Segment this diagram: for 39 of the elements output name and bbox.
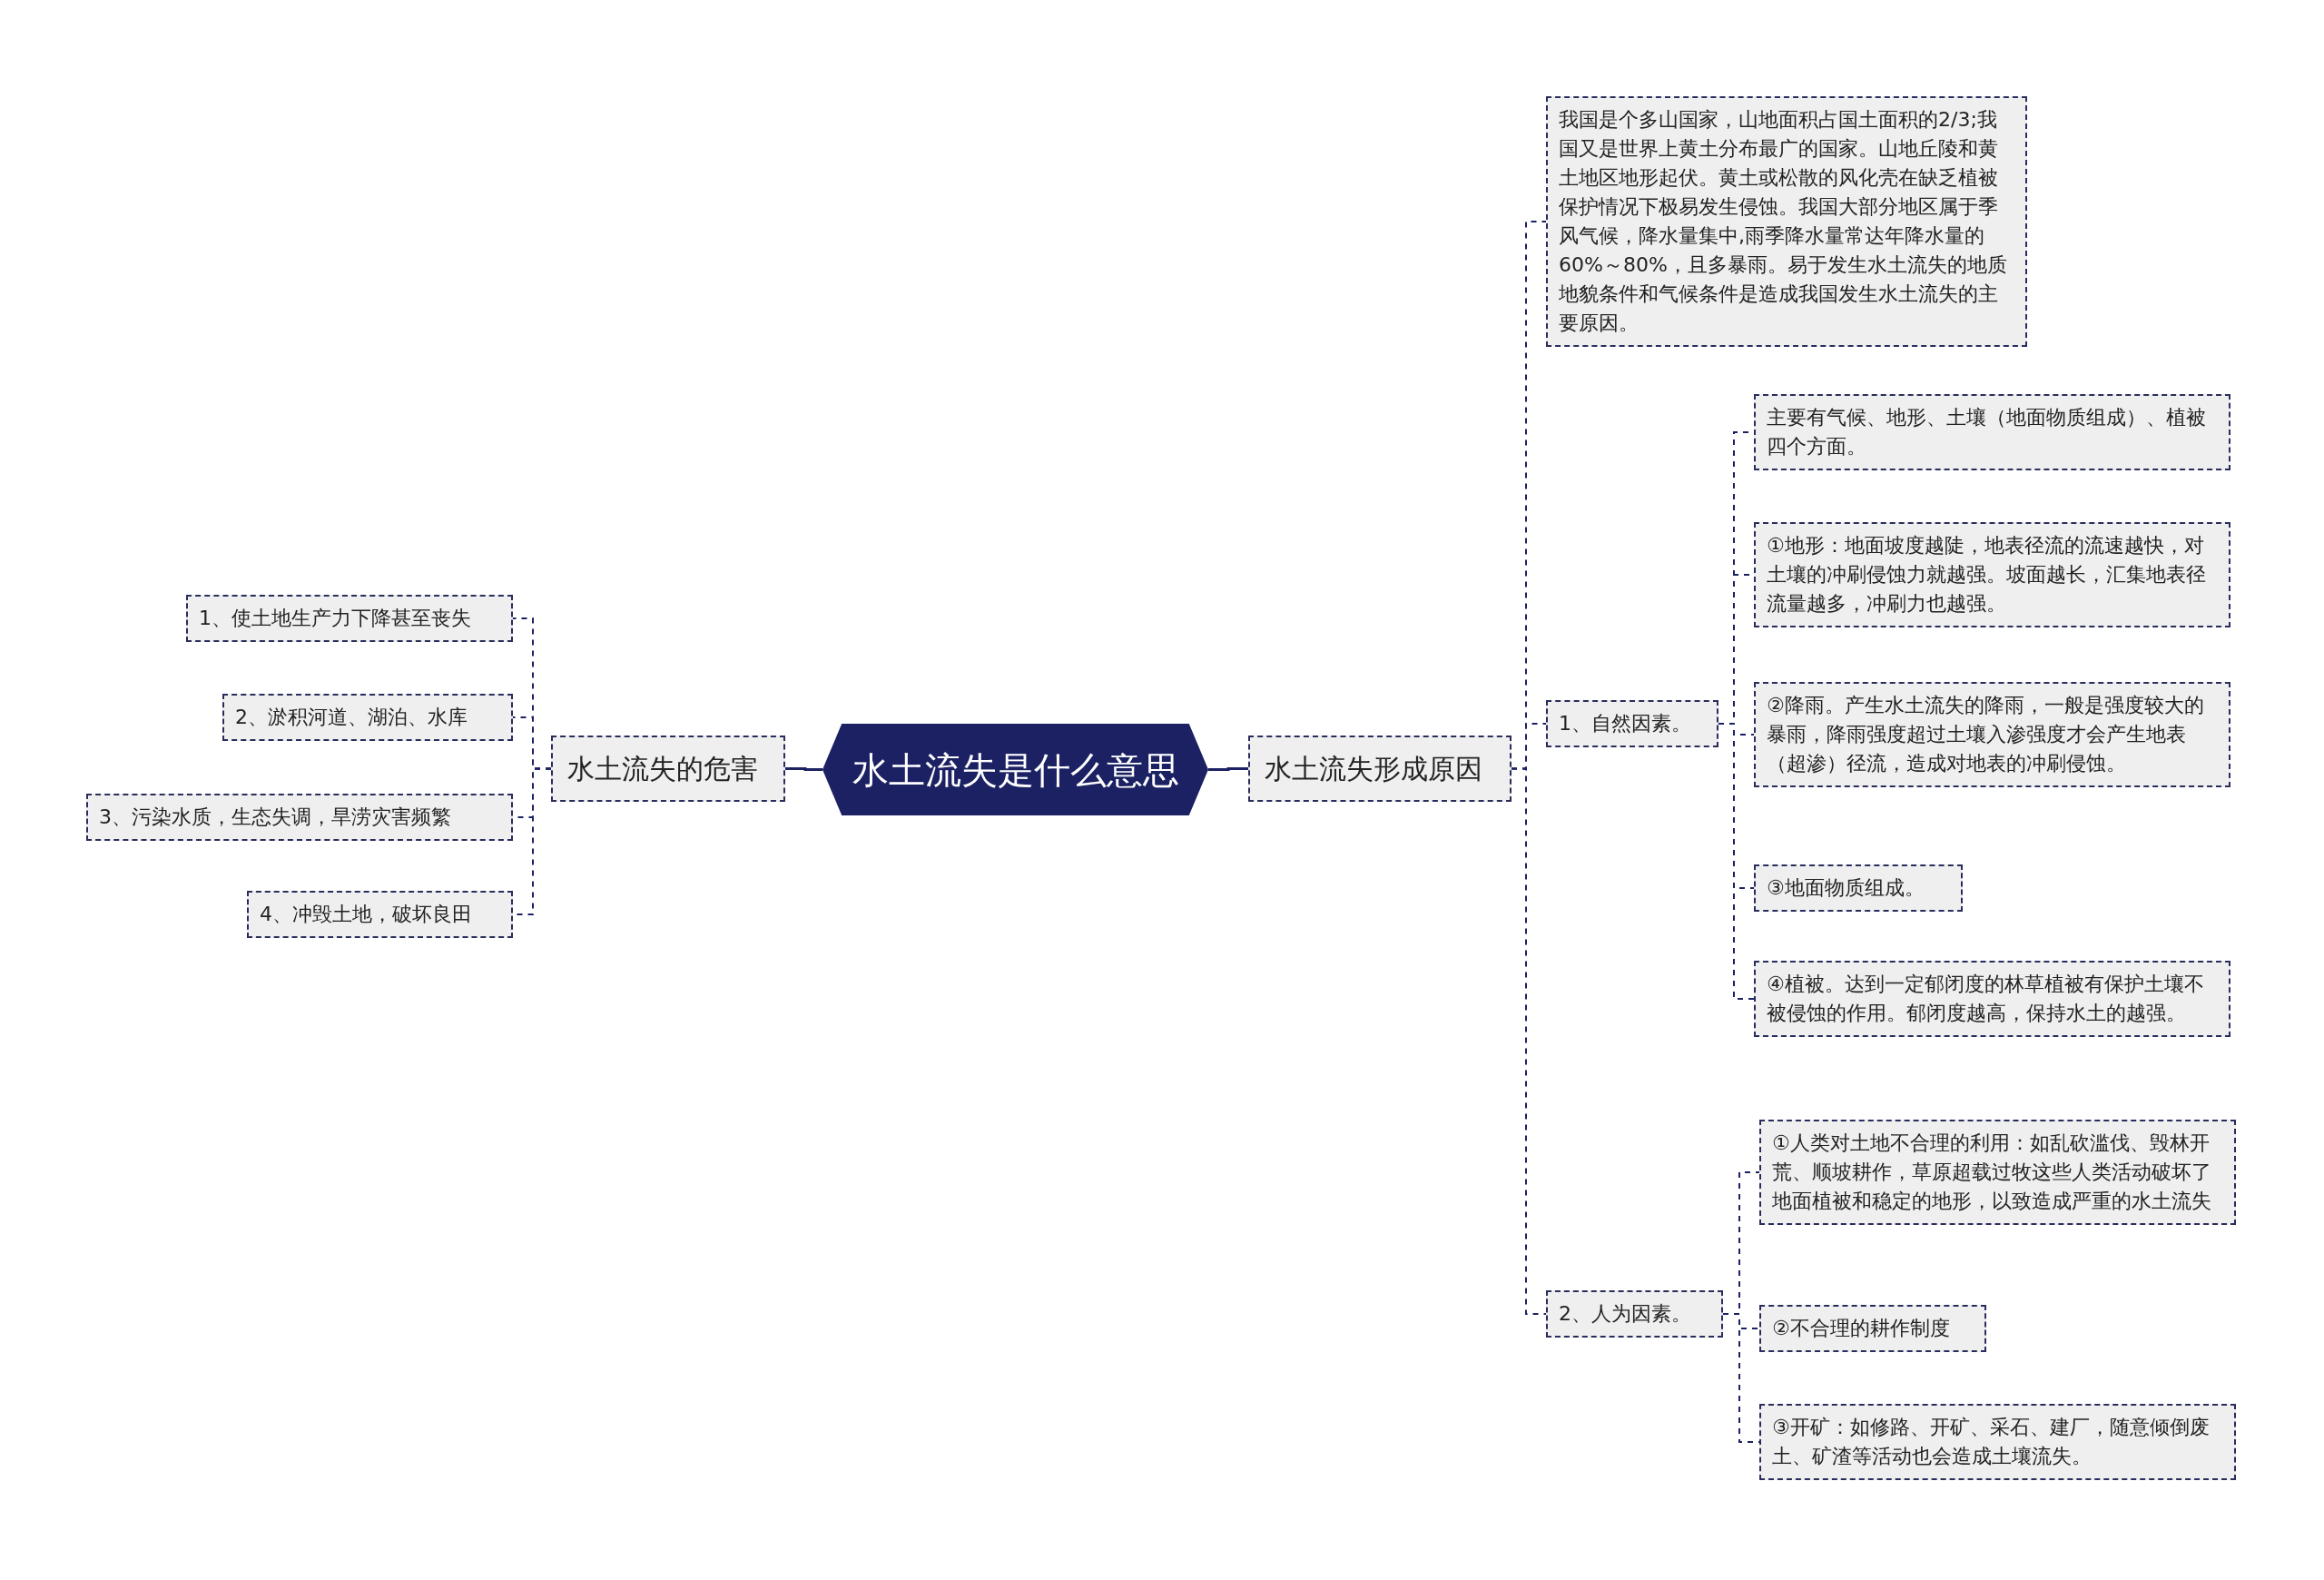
- topic-text: 1、使土地生产力下降甚至丧失: [199, 606, 472, 631]
- topic-text: 1、自然因素。: [1559, 711, 1692, 736]
- topic-text: ②不合理的耕作制度: [1772, 1316, 1951, 1341]
- topic-box: [1754, 394, 2230, 470]
- topic-box: [1754, 682, 2230, 787]
- topic-box: [1546, 700, 1718, 747]
- topic-box: [1546, 1290, 1723, 1338]
- topic-box: [1759, 1404, 2236, 1480]
- topic-text: 主要有气候、地形、土壤（地面物质组成）、植被四个方面。: [1767, 405, 2207, 459]
- topic-text: 2、淤积河道、湖泊、水库: [235, 705, 468, 730]
- topic-box: [1759, 1305, 1986, 1352]
- topic-box: [247, 891, 513, 938]
- topic-text: ③开矿：如修路、开矿、采石、建厂，随意倾倒废土、矿渣等活动也会造成土壤流失。: [1772, 1415, 2211, 1469]
- topic-text: 4、冲毁土地，破坏良田: [260, 902, 473, 927]
- topic-text: ③地面物质组成。: [1767, 875, 1925, 901]
- topic-text: 2、人为因素。: [1559, 1301, 1692, 1327]
- topic-box: [1759, 1120, 2236, 1225]
- connector: [1718, 723, 1755, 1000]
- topic-text: 水土流失的危害: [567, 752, 759, 786]
- connector: [1208, 767, 1248, 771]
- topic-text: 3、污染水质，生态失调，旱涝灾害频繁: [99, 805, 452, 830]
- connector: [1511, 767, 1547, 1315]
- topic-box: [186, 595, 513, 642]
- topic-box: [86, 794, 513, 841]
- topic-text: 我国是个多山国家，山地面积占国土面积的2/3;我国又是世界上黄土分布最广的国家。山地丘陵和黄土地区地形起伏。黄土或松散的风化壳在缺乏植被保护情况下极易发生侵蚀。我国大部分地区属于季风气候，降水量集中,雨季降水量常达年降水量的60%～80%，且多暴雨。易于发生水土流失的地质地貌条件和气候条件是造成我国发生水土流失的主要原因。: [1559, 107, 2008, 336]
- topic-text: ④植被。达到一定郁闭度的林草植被有保护土壤不被侵蚀的作用。郁闭度越高，保持水土的越强。: [1767, 972, 2205, 1026]
- topic-box: [1754, 864, 1963, 912]
- topic-text: 水土流失形成原因: [1265, 752, 1483, 786]
- topic-box: [1754, 961, 2230, 1037]
- topic-box: [222, 694, 513, 741]
- topic-box: [1754, 522, 2230, 627]
- branch-topic: [551, 736, 785, 802]
- topic-text: ①人类对土地不合理的利用：如乱砍滥伐、毁林开荒、顺坡耕作，草原超载过牧这些人类活动破坏了地面植被和稳定的地形，以致造成严重的水土流失: [1772, 1131, 2212, 1214]
- connector: [785, 767, 822, 771]
- central-topic: [822, 724, 1208, 815]
- topic-text: 水土流失是什么意思: [852, 747, 1179, 793]
- topic-text: ②降雨。产生水土流失的降雨，一般是强度较大的暴雨，降雨强度超过土壤入渗强度才会产生地表（超渗）径流，造成对地表的冲刷侵蚀。: [1767, 693, 2205, 776]
- branch-topic: [1248, 736, 1512, 802]
- topic-text: ①地形：地面坡度越陡，地表径流的流速越快，对土壤的冲刷侵蚀力就越强。坡面越长，汇集地表径流量越多，冲刷力也越强。: [1767, 533, 2207, 617]
